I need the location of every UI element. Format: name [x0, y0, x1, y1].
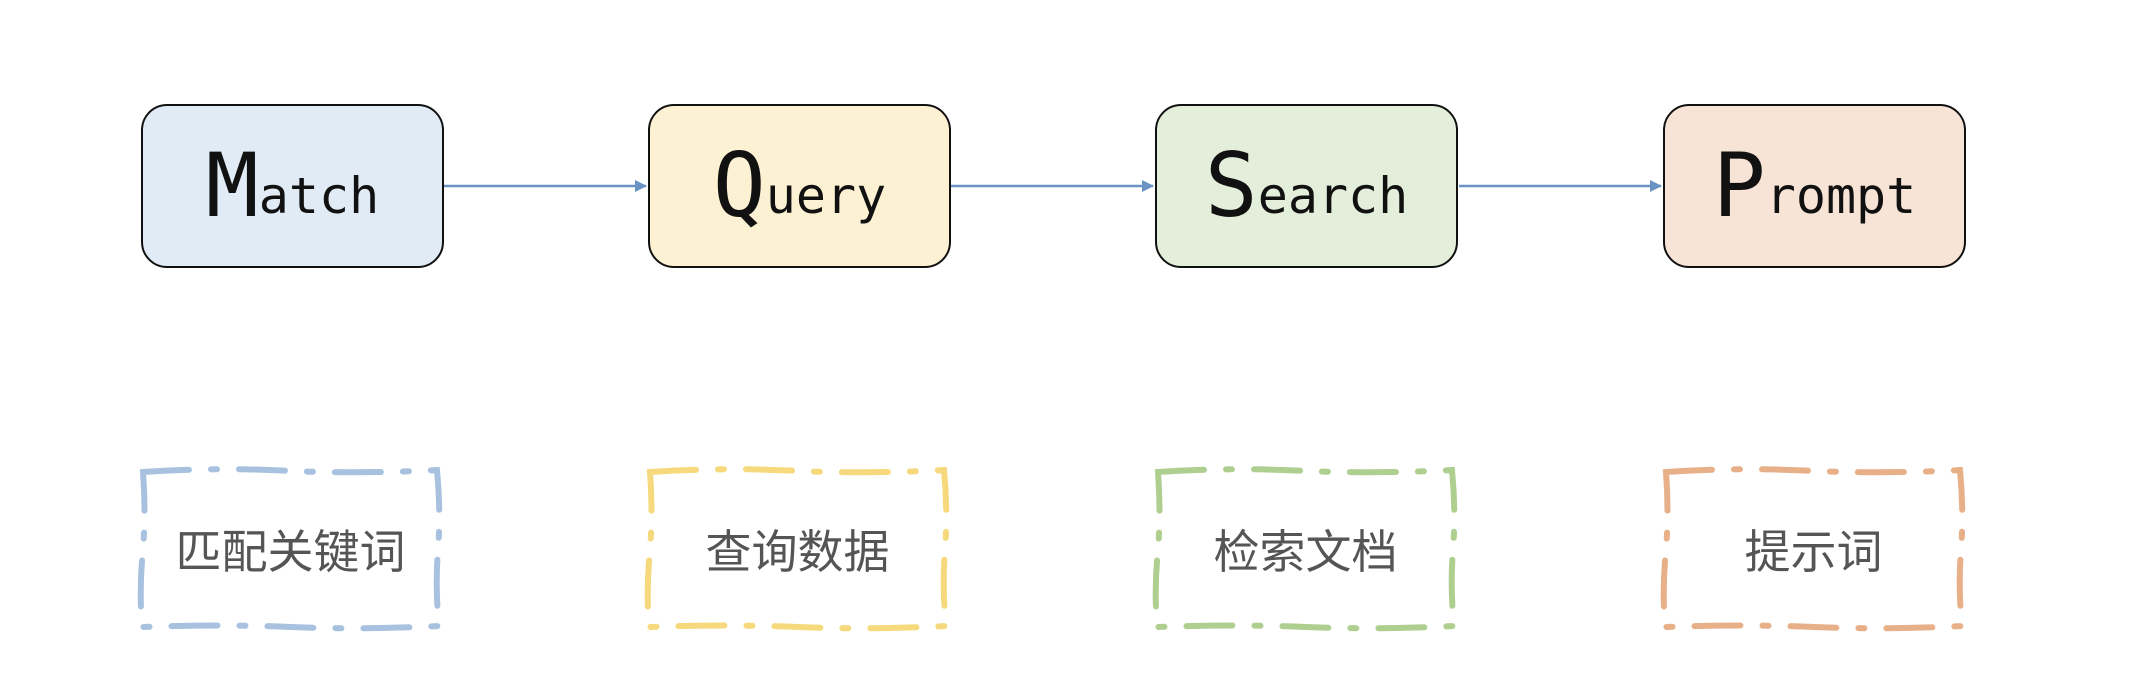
note-label: 提示词: [1744, 525, 1883, 579]
note-label: 匹配关键词: [175, 525, 406, 579]
note-search: 检索文档: [1152, 466, 1458, 632]
dashed-frame: [137, 466, 443, 632]
step-rest: earch: [1257, 167, 1409, 225]
step-initial: Q: [712, 134, 766, 237]
note-label: 查询数据: [705, 525, 890, 579]
note-prompt: 提示词: [1660, 466, 1966, 632]
dashed-frame: [1660, 466, 1966, 632]
step-initial: P: [1712, 134, 1766, 237]
step-rest: rompt: [1765, 167, 1917, 225]
step-rest: uery: [765, 167, 887, 225]
step-initial: S: [1204, 134, 1258, 237]
note-query: 查询数据: [644, 466, 950, 632]
note-match: 匹配关键词: [137, 466, 443, 632]
dashed-frame: [1152, 466, 1458, 632]
dashed-frame: [644, 466, 950, 632]
step-initial: M: [205, 134, 259, 237]
step-rest: atch: [258, 167, 380, 225]
note-label: 检索文档: [1213, 525, 1398, 579]
